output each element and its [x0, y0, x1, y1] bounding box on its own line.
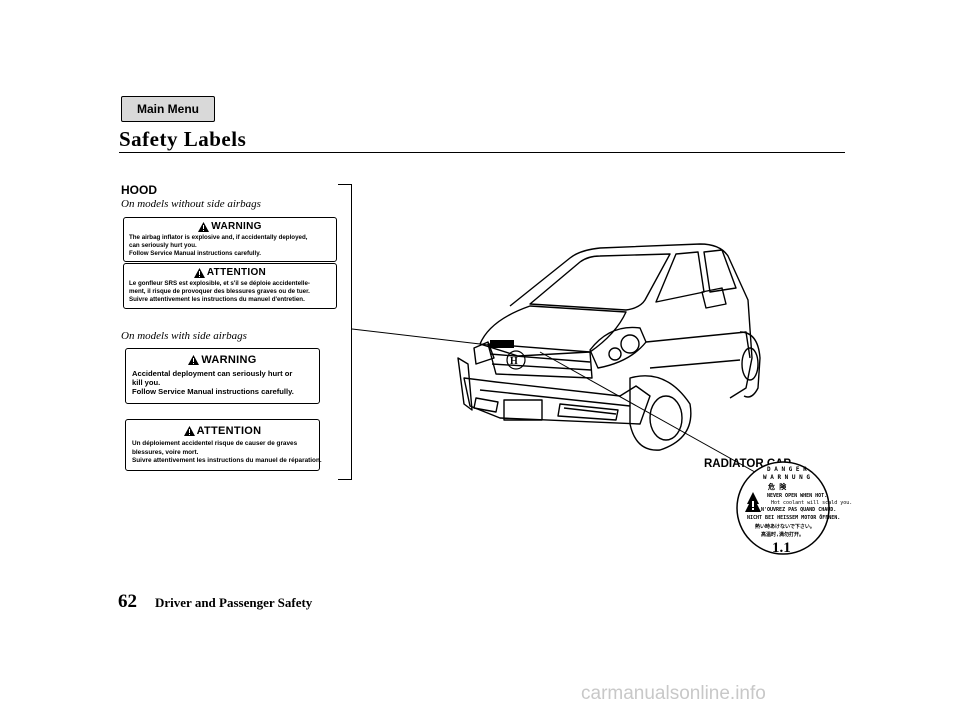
page-title: Safety Labels	[119, 127, 247, 151]
suv-illustration: H	[457, 243, 761, 451]
watermark: carmanualsonline.info	[581, 683, 766, 704]
warning-heading: WARNING	[201, 354, 257, 366]
svg-text:H: H	[510, 356, 518, 367]
attention-line: Le gonfleur SRS est explosible, et s'il …	[129, 280, 310, 287]
warning-triangle-icon	[198, 221, 210, 232]
hood-attention-label-with: ATTENTION Un déploiement accidentel risq…	[125, 419, 322, 471]
hood-attention-label-without: ATTENTION Le gonfleur SRS est explosible…	[123, 263, 337, 309]
warning-line: Follow Service Manual instructions caref…	[129, 250, 261, 257]
cap-line-1: NEVER OPEN WHEN HOT.	[767, 493, 828, 499]
radiator-cap-label: D A N G E R W A R N U N G 危 険 NEVER OPEN…	[735, 460, 852, 556]
warning-heading: WARNING	[211, 221, 262, 232]
attention-line: Suivre attentivement les instructions du…	[129, 296, 305, 303]
cap-jp-danger-text: 危 険	[768, 483, 787, 491]
title-divider	[119, 152, 845, 153]
cap-line-4: NICHT BEI HEISSEM MOTOR ÖFFNEN.	[747, 515, 841, 521]
hood-warning-label-with: WARNING Accidental deployment can seriou…	[125, 348, 320, 404]
warning-line: Accidental deployment can seriously hurt…	[132, 369, 293, 378]
cap-line-6: 高温时,满勿打开。	[761, 532, 805, 538]
warning-line: Follow Service Manual instructions caref…	[132, 387, 294, 396]
hood-warning-label-without: WARNING The airbag inflator is explosive…	[123, 217, 337, 262]
warning-triangle-icon	[183, 426, 195, 436]
cap-line-5: 熱い時あけないで下さい。	[755, 524, 815, 530]
caption-without-side-airbags: On models without side airbags	[121, 198, 261, 210]
warning-line: kill you.	[132, 378, 161, 387]
main-menu-button[interactable]: Main Menu	[121, 96, 215, 122]
attention-heading: ATTENTION	[206, 267, 267, 278]
hood-labels-bracket	[338, 184, 352, 480]
attention-line: Un déploiement accidentel risque de caus…	[132, 440, 298, 447]
caption-with-side-airbags: On models with side airbags	[121, 330, 247, 342]
warning-line: The airbag inflator is explosive and, if…	[129, 234, 308, 241]
warning-triangle-icon	[188, 355, 200, 365]
cap-danger-text: D A N G E R	[767, 466, 807, 473]
cap-line-3: N'OUVREZ PAS QUAND CHAUD.	[761, 507, 837, 513]
cap-code: 1.1	[772, 540, 791, 556]
cap-warnung-text: W A R N U N G	[763, 474, 810, 481]
attention-heading: ATTENTION	[196, 425, 262, 437]
radiator-cap-badge	[736, 461, 830, 555]
cap-line-2: Hot coolant will scald you.	[771, 500, 853, 506]
attention-line: blessures, voire mort.	[132, 448, 199, 456]
attention-line: ment, il risque de provoquer des blessur…	[129, 288, 310, 295]
page-number: 62	[118, 591, 137, 612]
warning-line: can seriously hurt you.	[129, 242, 197, 249]
section-title: Driver and Passenger Safety	[155, 595, 313, 610]
attention-line: Suivre attentivement les instructions du…	[132, 457, 322, 464]
hood-heading: HOOD	[121, 183, 157, 197]
warning-triangle-icon	[193, 267, 205, 278]
